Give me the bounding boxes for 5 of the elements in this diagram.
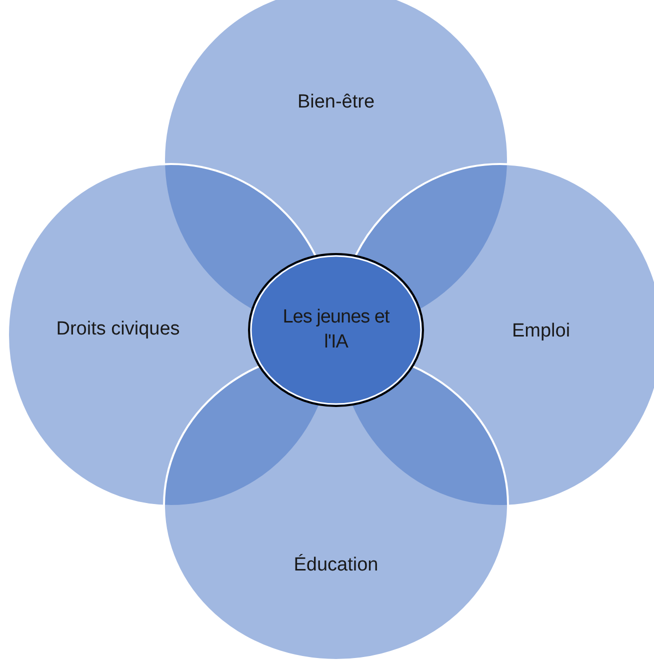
topic-label: Droits civiques: [56, 318, 180, 342]
topic-label: Bien-être: [297, 90, 375, 115]
topic-label: Éducation: [294, 554, 378, 578]
center-label: Les jeunes et l'IA: [282, 305, 391, 354]
topic-label: Emploi: [512, 320, 570, 344]
